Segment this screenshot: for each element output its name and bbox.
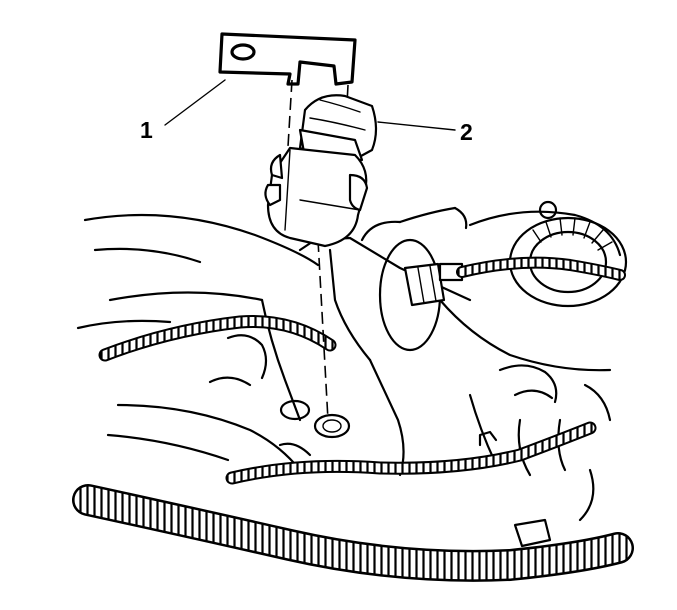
wiring-harness-upper (98, 315, 337, 362)
callout-2-label: 2 (460, 119, 473, 145)
coolant-temp-sensor (378, 238, 626, 352)
callout-2: 2 (377, 119, 473, 145)
callout-1: 1 (140, 79, 226, 143)
bracket (218, 32, 357, 86)
wiring-harness-middle (225, 421, 597, 485)
wiring-harness-lower (72, 484, 634, 582)
callout-1-label: 1 (140, 117, 153, 143)
engine-background (76, 200, 628, 522)
sensor-assembly (264, 94, 378, 248)
